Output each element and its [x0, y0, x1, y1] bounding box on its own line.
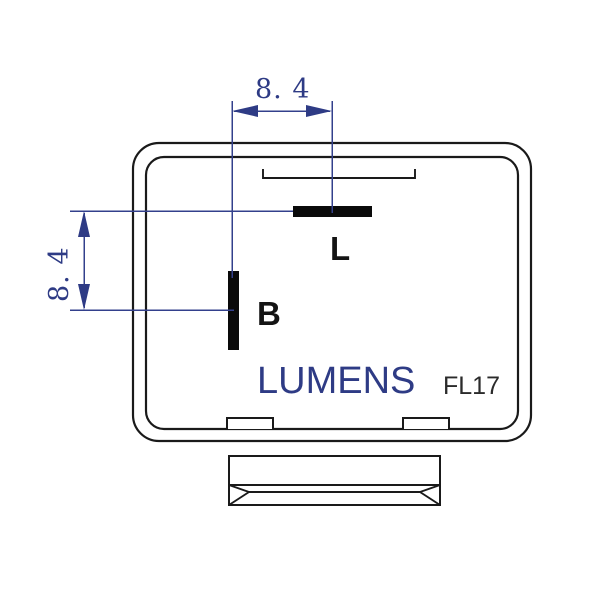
base-connector [228, 455, 441, 506]
terminal-b-label: B [257, 295, 281, 332]
bottom-tab-left [226, 417, 274, 429]
top-notch-tab [262, 169, 416, 179]
dimension-vertical-label: 8. 4 [44, 246, 75, 302]
brand-label-lumens: LUMENS [257, 360, 415, 402]
dimension-horizontal-label: 8. 4 [255, 74, 311, 105]
model-label-fl17: FL17 [443, 372, 500, 400]
dimension-horizontal-8-4 [231, 101, 333, 278]
terminal-l-label: L [330, 230, 350, 267]
bottom-tab-right [402, 417, 450, 429]
dimension-vertical-8-4 [70, 210, 293, 311]
